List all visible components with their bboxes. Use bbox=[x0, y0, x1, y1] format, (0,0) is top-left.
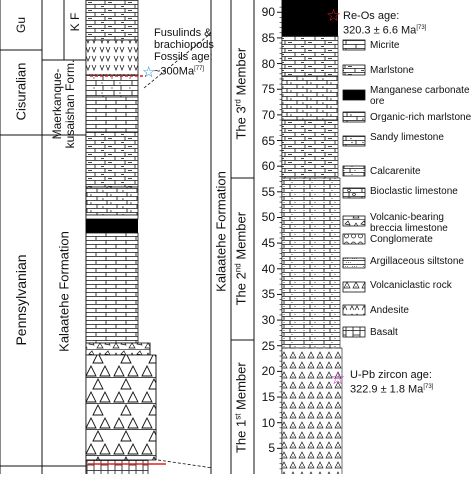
scale-tick-label: 90 bbox=[261, 5, 275, 20]
u-pb-age-annotation: U-Pb zircon age: 322.9 ± 1.8 Ma[73] bbox=[350, 369, 434, 396]
scale-tick-label: 25 bbox=[261, 338, 275, 353]
scale-tick-label: 40 bbox=[261, 261, 275, 276]
depth-scale bbox=[277, 0, 283, 476]
legend-label-breccia: Volcanic-bearing breccia limestone bbox=[370, 212, 448, 234]
fossil-star-icon: ☆ bbox=[142, 64, 156, 81]
scale-tick-label: 60 bbox=[261, 159, 275, 174]
scale-tick-label: 80 bbox=[261, 56, 275, 71]
legend-swatch-sandy bbox=[342, 135, 366, 147]
re-os-star-icon: ☆ bbox=[326, 6, 342, 25]
legend-swatch-andesite bbox=[342, 304, 366, 316]
legend-swatch-organic bbox=[342, 111, 366, 123]
member-label-second: The 2nd Member bbox=[233, 211, 249, 306]
legend-swatch-calcarenite bbox=[342, 165, 366, 177]
legend-swatch-conglomerate bbox=[342, 233, 366, 245]
fossil-age-annotation: Fusulinds & brachiopods Fossils age: ~30… bbox=[154, 27, 214, 78]
re-os-age-annotation: Re-Os age: 320.3 ± 6.6 Ma[73] bbox=[343, 10, 427, 37]
scale-tick-label: 50 bbox=[261, 210, 275, 225]
scale-tick-label: 30 bbox=[261, 313, 275, 328]
legend-swatch-manganese bbox=[342, 89, 366, 101]
left-period-column bbox=[0, 0, 43, 479]
scale-tick-label: 10 bbox=[261, 415, 275, 430]
legend-label-conglomerate: Conglomerate bbox=[370, 234, 433, 245]
scale-tick-label: 55 bbox=[261, 184, 275, 199]
legend-label-basalt: Basalt bbox=[370, 327, 398, 338]
legend-label-calcarenite: Calcarenite bbox=[370, 166, 421, 177]
legend-label-sandy: Sandy limestone bbox=[370, 132, 444, 143]
scale-tick-label: 75 bbox=[261, 82, 275, 97]
right-lithology-column bbox=[281, 0, 343, 477]
scale-tick-label: 35 bbox=[261, 287, 275, 302]
scale-tick-label: 70 bbox=[261, 107, 275, 122]
legend-swatch-breccia bbox=[342, 215, 366, 227]
legend-label-organic: Organic-rich marlstone bbox=[370, 112, 472, 123]
formation-label-kalaatehe-right: Kalaatehe Formation bbox=[213, 171, 229, 292]
scale-tick-label: 65 bbox=[261, 133, 275, 148]
scale-tick-label: 15 bbox=[261, 390, 275, 405]
legend-swatch-basalt bbox=[342, 326, 366, 338]
scale-tick-label: 20 bbox=[261, 364, 275, 379]
legend bbox=[342, 39, 366, 338]
legend-swatch-marlstone bbox=[342, 64, 366, 76]
legend-label-manganese: Manganese carbonate ore bbox=[370, 85, 470, 107]
formation-label-maerkanque: Maerkanque-kusaishan Form. bbox=[50, 59, 77, 149]
formation-label-kalaatehe-left: Kalaatehe Formation bbox=[56, 231, 72, 352]
legend-swatch-bioclastic bbox=[342, 187, 366, 199]
series-label-cisuralian: Cisuralian bbox=[13, 62, 29, 121]
legend-swatch-micrite bbox=[342, 39, 366, 51]
member-label-third: The 3rd Member bbox=[233, 47, 249, 140]
formation-label-k: K F bbox=[68, 12, 82, 32]
left-lithology-column bbox=[85, 0, 166, 477]
legend-label-argillaceous: Argillaceous siltstone bbox=[370, 256, 464, 267]
legend-label-andesite: Andesite bbox=[370, 305, 409, 316]
legend-label-bioclastic: Bioclastic limestone bbox=[370, 186, 458, 197]
legend-label-marlstone: Marlstone bbox=[370, 65, 414, 76]
scale-tick-label: 5 bbox=[268, 441, 275, 456]
series-label-gu: Gu bbox=[14, 17, 28, 34]
legend-label-volcaniclastic: Volcaniclastic rock bbox=[370, 280, 452, 291]
scale-tick-label: 85 bbox=[261, 30, 275, 45]
series-label-pennsylvanian: Pennsylvanian bbox=[13, 254, 29, 346]
legend-label-micrite: Micrite bbox=[370, 40, 400, 51]
legend-swatch-argillaceous bbox=[342, 257, 366, 269]
u-pb-star-icon: ☆ bbox=[330, 369, 346, 388]
scale-tick-label: 45 bbox=[261, 236, 275, 251]
member-label-first: The 1st Member bbox=[233, 362, 249, 454]
legend-swatch-volcaniclastic bbox=[342, 281, 366, 293]
